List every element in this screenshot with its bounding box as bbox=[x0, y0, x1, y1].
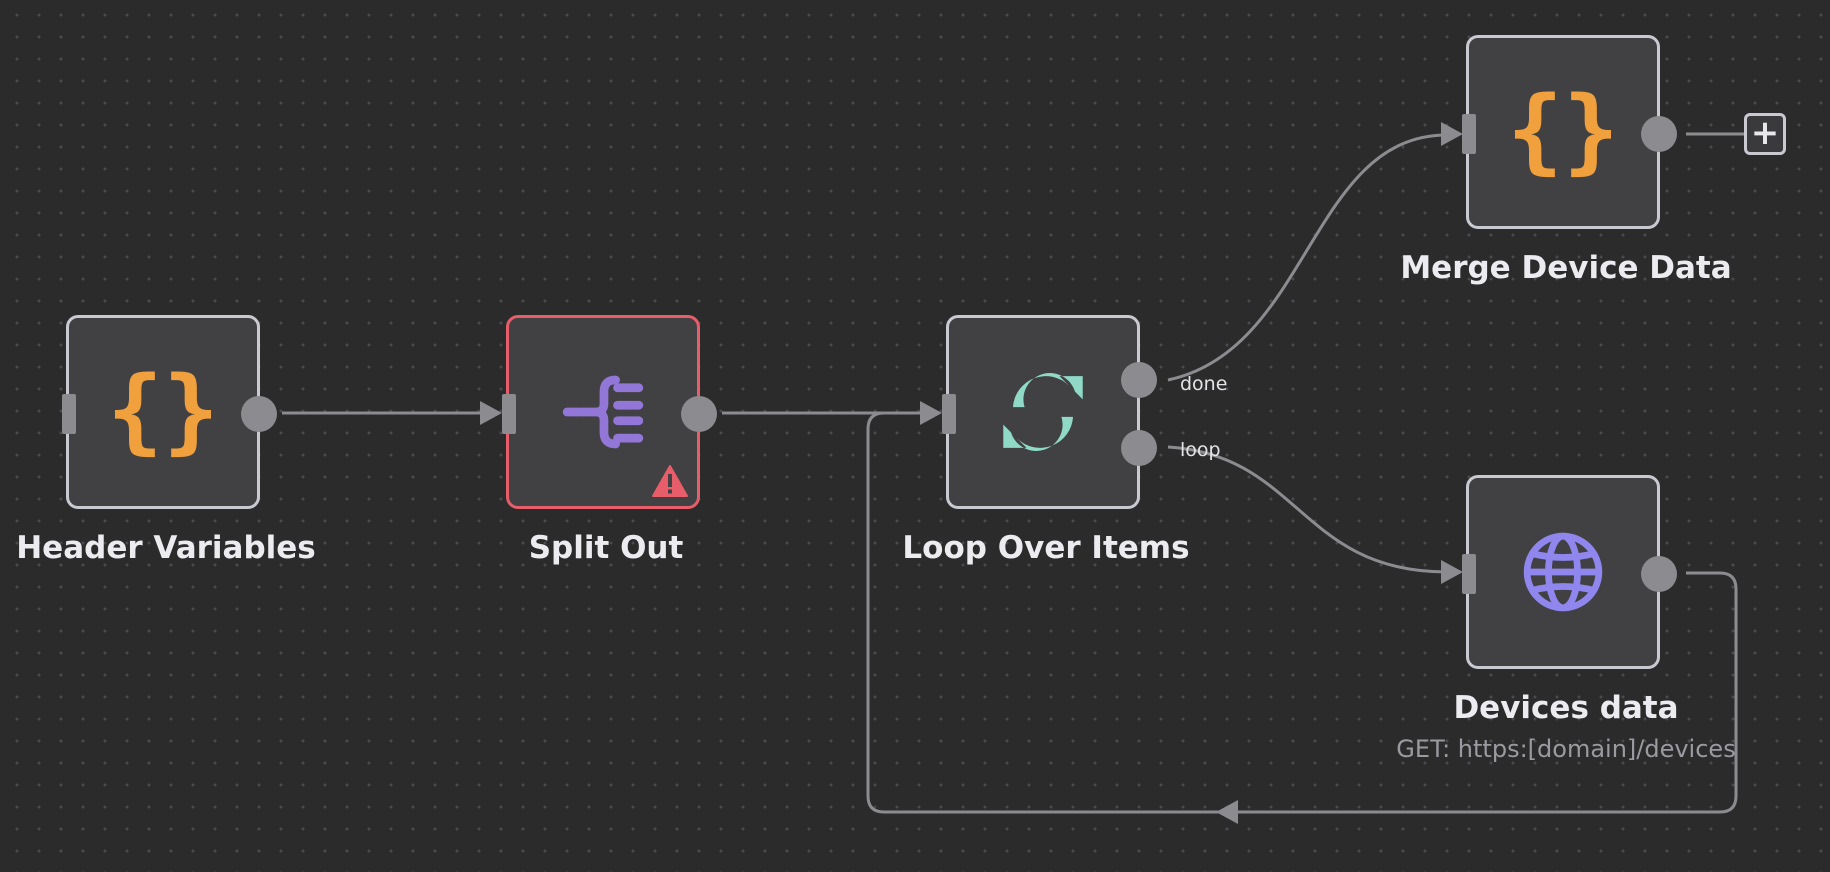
input-handle[interactable] bbox=[942, 394, 956, 434]
input-handle[interactable] bbox=[1462, 554, 1476, 594]
output-handle[interactable] bbox=[681, 396, 717, 432]
output-handle-loop[interactable] bbox=[1121, 430, 1157, 466]
arrow-head bbox=[1441, 122, 1463, 146]
braces-icon: {} bbox=[69, 318, 257, 506]
braces-icon: {} bbox=[1469, 38, 1657, 226]
output-label-done: done bbox=[1180, 373, 1228, 395]
node-loop-over-items[interactable]: done loop bbox=[942, 315, 1227, 509]
output-handle-done[interactable] bbox=[1121, 362, 1157, 398]
node-merge-device-data[interactable]: {} bbox=[1462, 35, 1677, 229]
loop-icon bbox=[949, 318, 1137, 506]
node-subtitle-devices-data: GET: https:[domain]/devices bbox=[1396, 735, 1736, 763]
edge-devices-back-to-loop bbox=[866, 411, 1738, 814]
node-label-split-out: Split Out bbox=[528, 530, 684, 566]
svg-text:{}: {} bbox=[107, 356, 219, 464]
input-handle[interactable] bbox=[1462, 114, 1476, 154]
node-header-variables[interactable]: {} bbox=[62, 315, 277, 509]
edge-done-to-merge bbox=[1167, 133, 1448, 382]
node-label-loop-over-items: Loop Over Items bbox=[902, 530, 1190, 566]
output-handle[interactable] bbox=[1641, 116, 1677, 152]
node-label-header-variables: Header Variables bbox=[16, 530, 316, 566]
globe-icon bbox=[1469, 478, 1657, 666]
add-node-button[interactable]: + bbox=[1744, 113, 1786, 155]
output-handle[interactable] bbox=[1641, 556, 1677, 592]
edge-loop-to-devices bbox=[1167, 445, 1448, 574]
input-handle[interactable] bbox=[62, 394, 76, 434]
node-label-devices-data: Devices data bbox=[1453, 690, 1679, 726]
warning-icon[interactable] bbox=[651, 464, 689, 498]
arrow-head bbox=[480, 401, 502, 425]
node-split-out[interactable] bbox=[502, 315, 717, 509]
arrow-head bbox=[920, 401, 942, 425]
svg-text:{}: {} bbox=[1507, 76, 1619, 184]
split-out-icon bbox=[509, 318, 697, 506]
node-label-merge-device-data: Merge Device Data bbox=[1400, 250, 1732, 286]
arrow-head bbox=[1441, 560, 1463, 584]
input-handle[interactable] bbox=[502, 394, 516, 434]
output-label-loop: loop bbox=[1180, 439, 1221, 461]
node-devices-data[interactable] bbox=[1462, 475, 1677, 669]
output-handle[interactable] bbox=[241, 396, 277, 432]
arrow-head bbox=[1216, 800, 1238, 824]
